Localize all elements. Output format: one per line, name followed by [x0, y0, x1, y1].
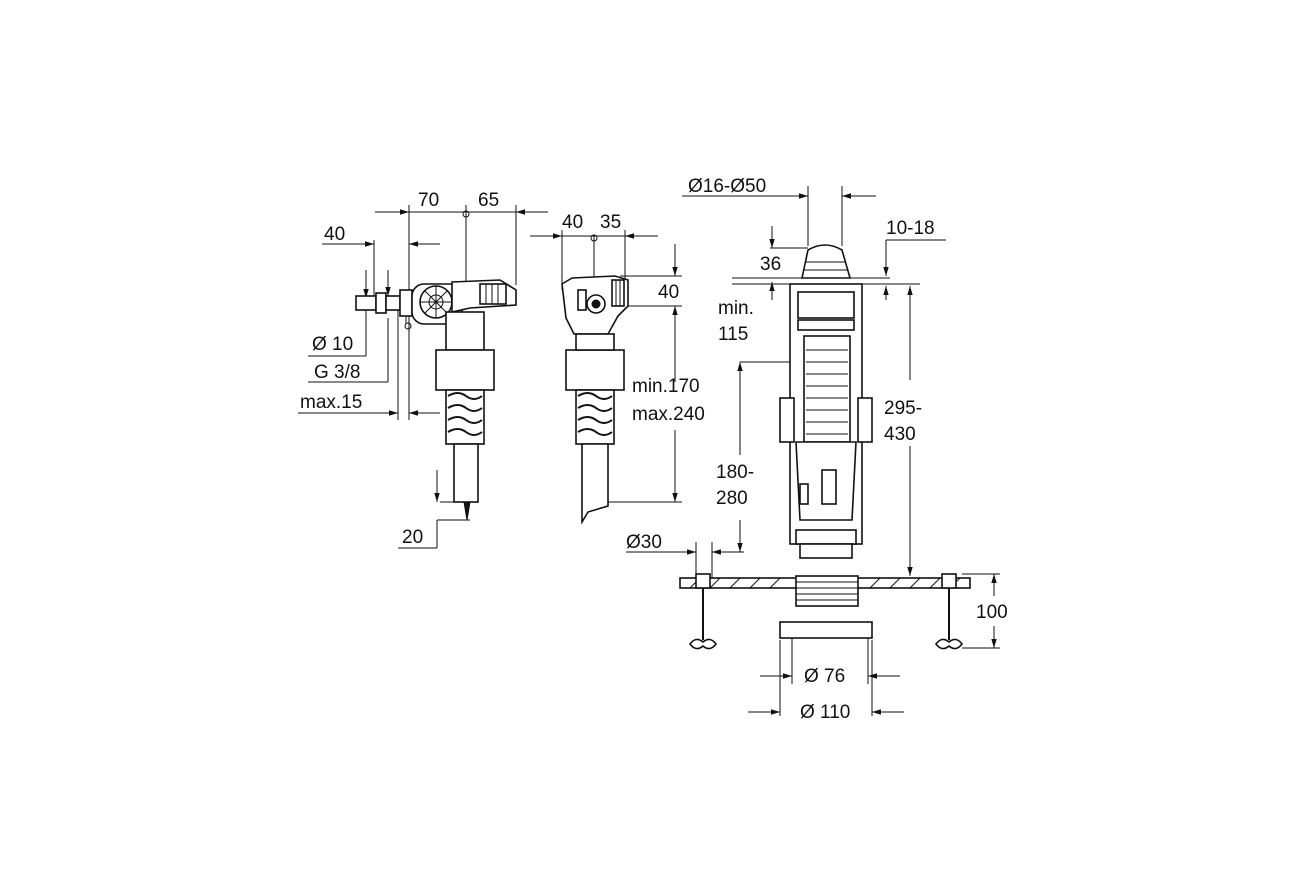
dim-thread: G 3/8	[314, 362, 360, 383]
dim-height-min: min.170	[632, 376, 700, 397]
dim-top-height: 36	[760, 254, 781, 275]
dim-overall-1: 295-	[884, 398, 922, 419]
dim-min-clear-1: min.	[718, 298, 754, 319]
fill-valve-side-view: 70 65 40 Ø 10 G 3/8 max.15 20	[298, 190, 548, 549]
dim-mid-1: 180-	[716, 462, 754, 483]
flush-valve-view: Ø16-Ø50 10-18 36 min. 115 180- 280 295- …	[626, 176, 1008, 723]
dim-70: 70	[418, 190, 439, 211]
dim-65: 65	[478, 190, 499, 211]
dim-40-front: 40	[562, 212, 583, 233]
dim-pipe-diameter: Ø 10	[312, 334, 353, 355]
dim-head-height: 40	[658, 282, 679, 303]
dim-float-diameter: Ø16-Ø50	[688, 176, 766, 197]
dim-35: 35	[600, 212, 621, 233]
dim-outlet-inner: Ø 76	[804, 666, 845, 687]
dim-top-range: 10-18	[886, 218, 935, 239]
dim-height-max: max.240	[632, 404, 705, 425]
dim-min-clear-2: 115	[718, 324, 748, 345]
fill-valve-front-view: 40 35 40 min.170 max.240	[530, 212, 705, 525]
dim-40-side: 40	[324, 224, 345, 245]
dim-max-wall: max.15	[300, 392, 362, 413]
dim-mid-2: 280	[716, 488, 748, 509]
dim-overall-2: 430	[884, 424, 916, 445]
dim-20: 20	[402, 527, 423, 548]
dim-bolt-diameter: Ø30	[626, 532, 662, 553]
dim-outlet-outer: Ø 110	[800, 702, 850, 723]
dim-bolt-length: 100	[976, 602, 1008, 623]
